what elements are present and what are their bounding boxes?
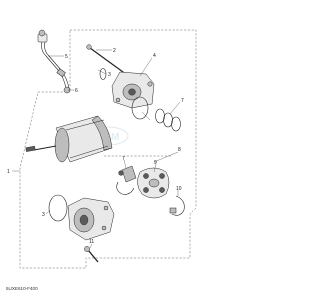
callout-4: 4 (153, 53, 156, 59)
callout-11: 11 (89, 239, 94, 245)
assembly-outline (19, 29, 197, 269)
callout-7b: 7 (122, 156, 125, 162)
o-ring-front (48, 194, 68, 222)
callout-8: 8 (178, 147, 181, 153)
callout-9: 9 (154, 160, 157, 166)
callout-10: 10 (176, 186, 182, 192)
brush-clip (171, 195, 185, 216)
starter-motor-exploded-diagram: OEM (6, 29, 197, 291)
lead-wire (37, 29, 71, 94)
callout-5: 5 (65, 54, 68, 60)
callout-1: 1 (7, 169, 10, 175)
rear-cover (111, 71, 155, 109)
drawing-code: 5UXE610-F400 (6, 286, 38, 291)
callout-labels: 1 2 3 4 5 6 7 7 8 9 10 3 11 (7, 48, 184, 245)
washer-set (155, 108, 181, 132)
front-cover (67, 197, 115, 241)
brush-clip-tab (169, 207, 177, 214)
brush-set (116, 165, 137, 195)
callout-7: 7 (181, 98, 184, 104)
brush-holder (137, 167, 170, 199)
starter-yoke (25, 115, 113, 163)
callout-6: 6 (75, 88, 78, 94)
o-ring-rear (131, 96, 149, 120)
o-ring-small (99, 68, 107, 80)
callout-3: 3 (108, 72, 111, 78)
callout-2: 2 (113, 48, 116, 54)
callout-3b: 3 (42, 212, 45, 218)
mounting-screw (84, 246, 99, 263)
leader-lines (12, 49, 181, 249)
